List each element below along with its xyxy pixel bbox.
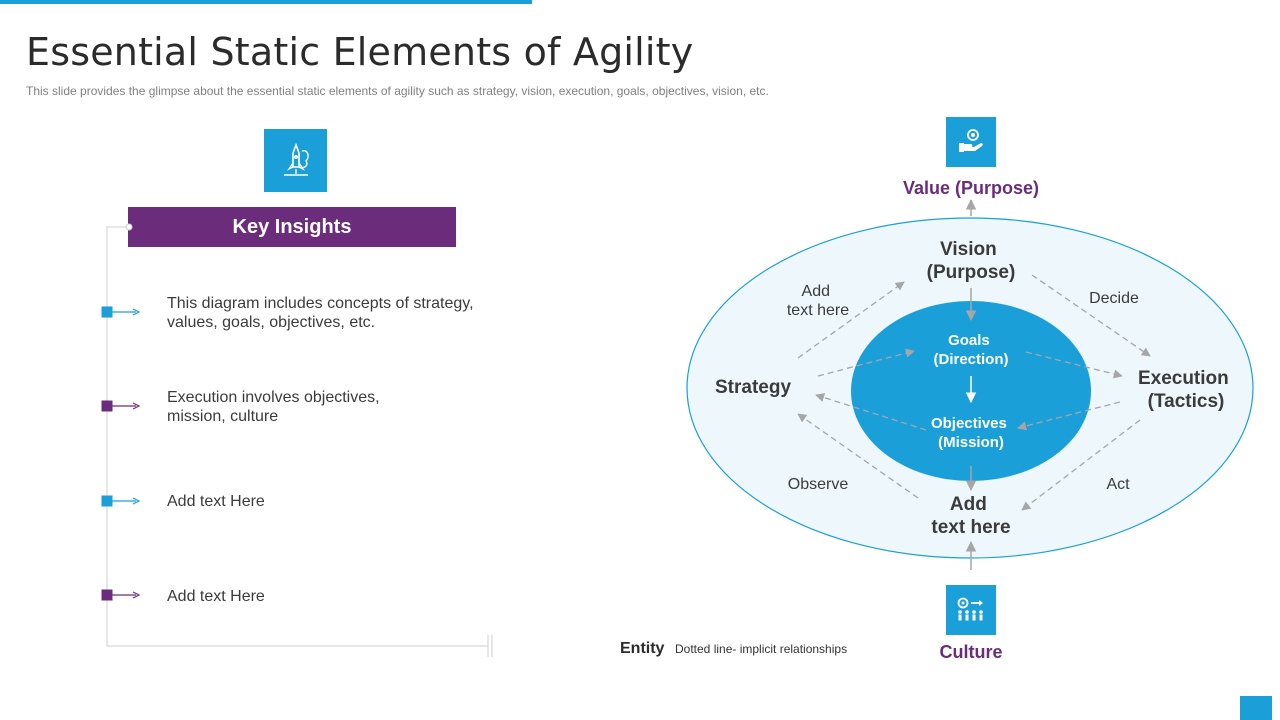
insights-icon — [264, 129, 327, 192]
dashed-arrow-execution-bottom — [1021, 419, 1141, 511]
edge-label-top-left-line2: text here — [787, 302, 849, 319]
culture-icon — [946, 585, 996, 635]
value-icon — [946, 117, 996, 167]
execution-label: Execution (Tactics) — [1138, 368, 1234, 412]
key-insights-header: Key Insights — [128, 207, 456, 247]
list-item-line: Execution involves objectives, — [167, 389, 380, 406]
dashed-arrow-bottom-strategy — [797, 413, 919, 499]
bottom-node-line1: Add — [950, 494, 987, 515]
list-item-marker — [101, 495, 141, 507]
list-item-line: values, goals, objectives, etc. — [167, 314, 376, 331]
goals-line1: Goals — [948, 332, 990, 349]
dashed-arrow-goals-execution — [1025, 351, 1123, 379]
dashed-arrow-strategy-vision — [797, 281, 905, 359]
goals-label: Goals (Direction) — [934, 332, 1009, 368]
strategy-label: Strategy — [715, 377, 791, 398]
execution-line1: Execution — [1138, 368, 1229, 389]
edge-label-decide: Decide — [1089, 290, 1139, 307]
page-subtitle: This slide provides the glimpse about th… — [26, 84, 769, 98]
top-accent-bar — [0, 0, 532, 4]
bottom-node-line2: text here — [931, 517, 1010, 538]
edge-label-top-left: Add text here — [787, 283, 849, 319]
list-item-line: Add text Here — [167, 588, 265, 605]
list-item: Add text Here — [167, 492, 265, 511]
dashed-arrow-vision-execution — [1031, 274, 1151, 357]
page-title: Essential Static Elements of Agility — [26, 30, 694, 74]
list-item-marker — [101, 306, 141, 318]
execution-line2: (Tactics) — [1148, 391, 1225, 412]
list-item: Add text Here — [167, 587, 265, 606]
list-item-line: Add text Here — [167, 493, 265, 510]
corner-accent-square — [1240, 696, 1272, 720]
dashed-arrow-strategy-goals — [817, 348, 915, 377]
bottom-node-label: Add text here — [931, 494, 1010, 538]
culture-label: Culture — [940, 642, 1003, 662]
list-item-marker — [101, 400, 141, 412]
vision-line1: Vision — [940, 239, 997, 260]
list-item: Execution involves objectives, mission, … — [167, 388, 380, 426]
list-item: This diagram includes concepts of strate… — [167, 294, 474, 332]
edge-label-top-left-line1: Add — [802, 283, 830, 300]
edge-label-observe: Observe — [788, 476, 849, 493]
vision-line2: (Purpose) — [927, 262, 1016, 283]
vision-label: Vision (Purpose) — [927, 239, 1016, 283]
agility-diagram: Value (Purpose) Culture Vision (Purpose)… — [686, 178, 1254, 662]
legend-description: Dotted line- implicit relationships — [675, 642, 848, 656]
legend-entity-label: Entity — [620, 640, 665, 657]
edge-label-act: Act — [1106, 476, 1130, 493]
list-item-line: mission, culture — [167, 408, 279, 425]
dashed-arrow-execution-objectives — [1017, 401, 1121, 431]
objectives-line2: (Mission) — [938, 434, 1004, 451]
insights-connector-lines — [101, 223, 493, 657]
goals-line2: (Direction) — [934, 351, 1009, 368]
key-insights-label: Key Insights — [232, 215, 352, 238]
objectives-label: Objectives (Mission) — [931, 415, 1011, 451]
list-item-marker — [101, 589, 141, 601]
value-purpose-label: Value (Purpose) — [903, 178, 1039, 198]
objectives-line1: Objectives — [931, 415, 1007, 432]
list-item-line: This diagram includes concepts of strate… — [167, 295, 474, 312]
